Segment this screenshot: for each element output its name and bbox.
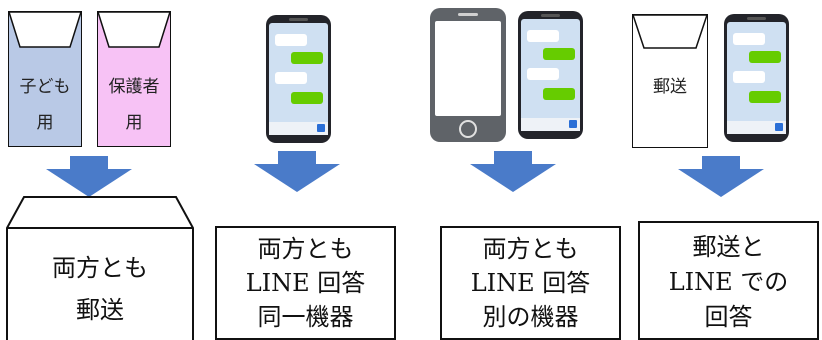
- result-1-line-2: 郵送: [76, 296, 124, 324]
- envelope-parent-label-2: 用: [125, 113, 143, 133]
- result-4-line-2: LINE での: [668, 268, 789, 296]
- result-3-line-2: LINE 回答: [470, 269, 591, 297]
- smartphone-line-chat-icon: [266, 15, 331, 143]
- smartphone-blank-icon: [430, 8, 506, 142]
- envelope-child-label-2: 用: [36, 113, 54, 133]
- result-2-line-2: LINE 回答: [245, 269, 366, 297]
- envelope-parent-label-1: 保護者: [108, 77, 160, 97]
- envelope-flap-icon: [632, 14, 708, 49]
- result-3-line-1: 両方とも: [482, 235, 579, 263]
- result-4-line-1: 郵送と: [692, 233, 765, 261]
- result-box-3: [440, 226, 621, 340]
- result-4-line-3: 回答: [704, 303, 753, 331]
- envelope-flap-icon: [97, 11, 171, 48]
- smartphone-line-chat-icon: [518, 11, 583, 139]
- envelope-child-label-1: 子ども: [19, 77, 71, 97]
- result-3-line-3: 別の機器: [482, 303, 579, 331]
- result-box-2: [215, 226, 396, 340]
- down-arrow-icon: [678, 156, 764, 197]
- smartphone-line-chat-icon: [724, 14, 789, 142]
- envelope-mail: 郵送: [632, 14, 708, 148]
- envelope-mail-label: 郵送: [653, 77, 687, 97]
- down-arrow-icon: [254, 151, 340, 192]
- result-2-line-3: 同一機器: [257, 303, 354, 331]
- envelope-parent: 保護者 用: [97, 11, 171, 147]
- down-arrow-icon: [470, 151, 556, 192]
- envelope-flap-icon: [8, 11, 82, 48]
- result-2-line-1: 両方とも: [257, 235, 354, 263]
- open-envelope-outline: [6, 196, 194, 340]
- down-arrow-icon: [46, 156, 132, 197]
- result-1-line-1: 両方とも: [52, 254, 148, 282]
- envelope-child: 子ども 用: [8, 11, 82, 147]
- result-box-4: [638, 221, 819, 340]
